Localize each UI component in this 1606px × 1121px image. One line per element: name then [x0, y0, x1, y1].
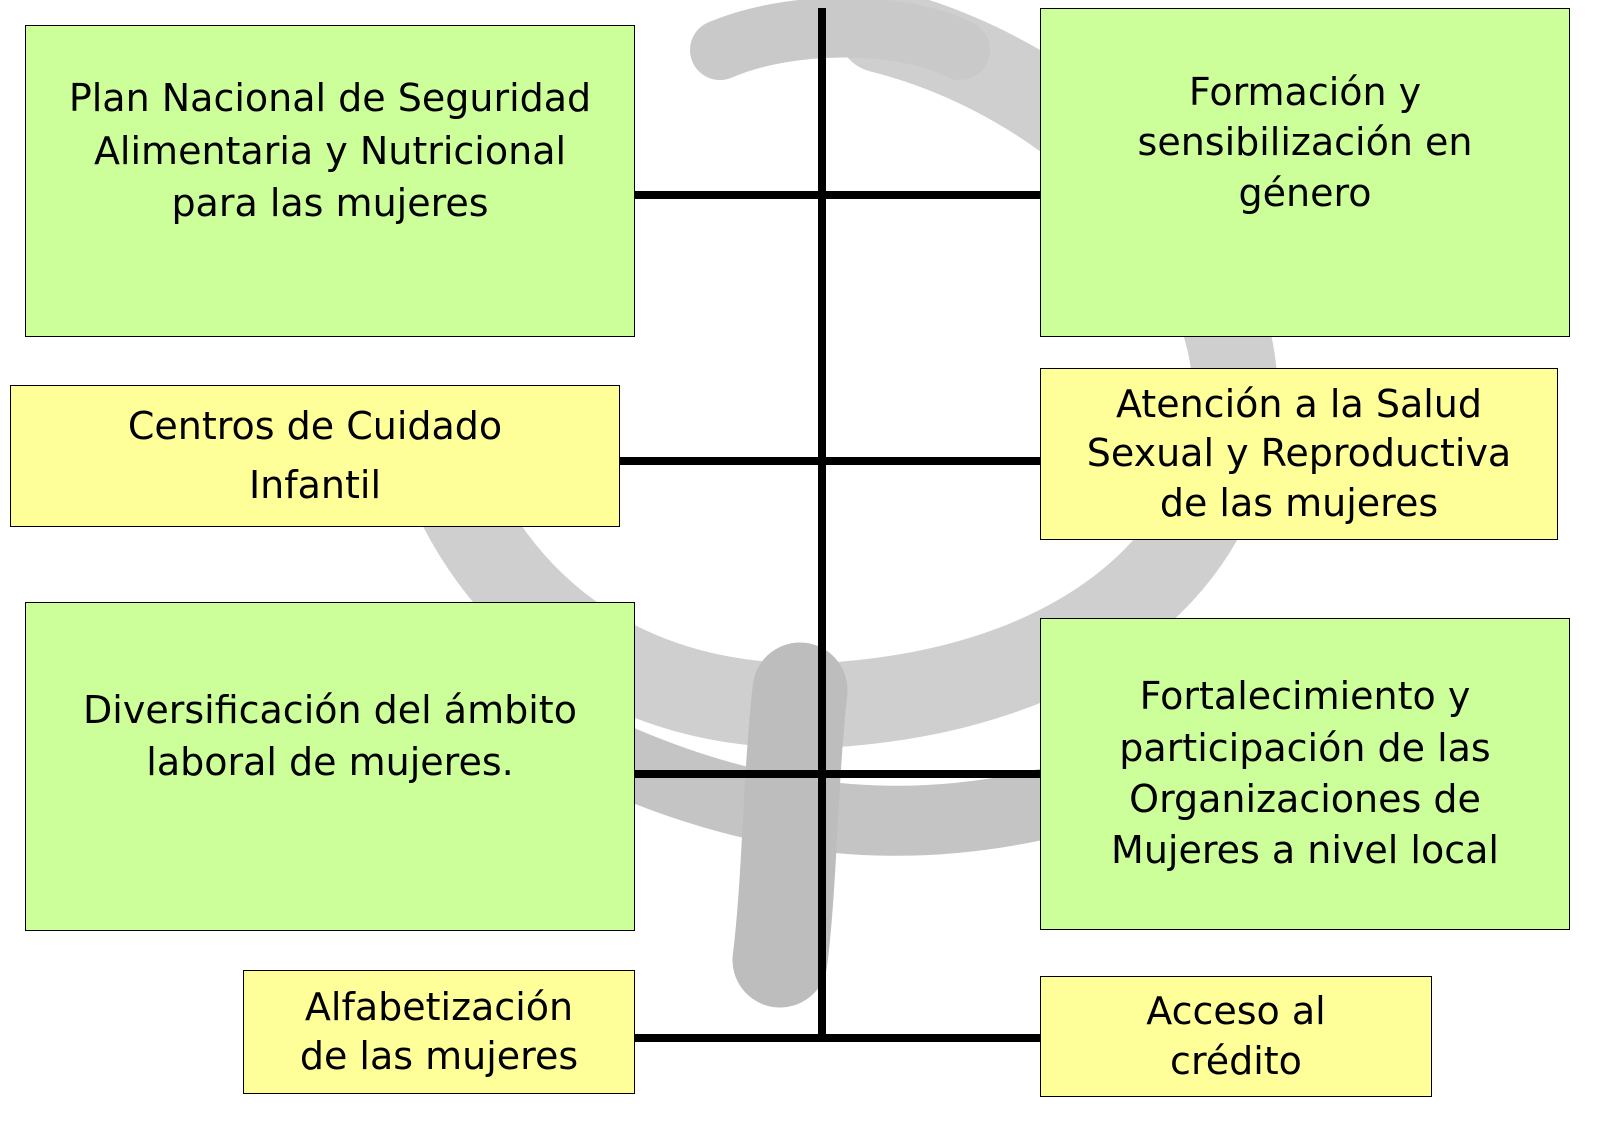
box-alfabetizacion-mujeres: Alfabetización de las mujeres	[243, 970, 635, 1094]
connector-row-3	[634, 770, 1042, 778]
box-acceso-credito: Acceso al crédito	[1040, 976, 1432, 1097]
connector-row-2	[619, 457, 1042, 465]
box-plan-nacional-seguridad-alimentaria: Plan Nacional de Seguridad Alimentaria y…	[25, 25, 635, 337]
connector-row-4	[634, 1034, 1042, 1042]
central-spine-line	[818, 8, 826, 1038]
box-atencion-salud-sexual-reproductiva: Atención a la Salud Sexual y Reproductiv…	[1040, 368, 1558, 540]
box-fortalecimiento-organizaciones-mujeres: Fortalecimiento y participación de las O…	[1040, 618, 1570, 930]
connector-row-1	[634, 191, 1042, 199]
box-formacion-sensibilizacion-genero: Formación y sensibilización en género	[1040, 8, 1570, 337]
box-diversificacion-ambito-laboral: Diversificación del ámbito laboral de mu…	[25, 602, 635, 931]
box-centros-cuidado-infantil: Centros de Cuidado Infantil	[10, 385, 620, 527]
